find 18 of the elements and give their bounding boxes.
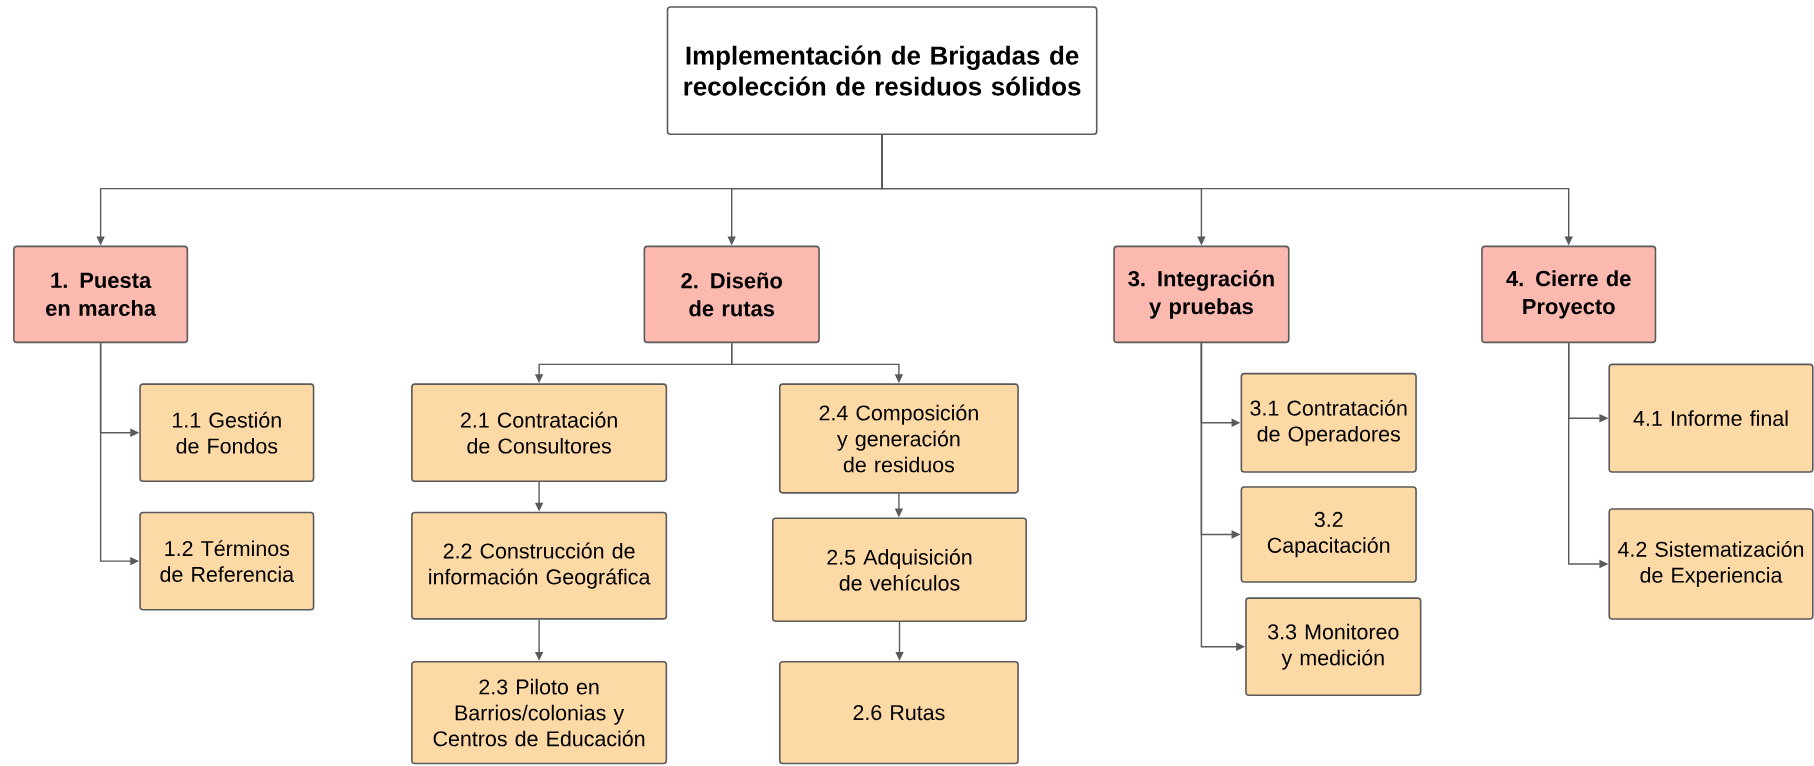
task-box: 1.1 Gestión de Fondos xyxy=(139,383,315,483)
task-box: 2.3 Piloto en Barrios/colonias y Centros de Educación xyxy=(411,660,668,765)
phase-box: 1. Puesta en marcha xyxy=(13,245,189,344)
task-box: 1.2 Términos de Referencia xyxy=(139,511,315,611)
phase-box: 2. Diseño de rutas xyxy=(643,245,820,344)
task-box: 2.6 Rutas xyxy=(778,660,1019,765)
task-box: 4.2 Sistematización de Experiencia xyxy=(1608,508,1814,620)
task-box: 3.2 Capacitación xyxy=(1240,486,1417,583)
phase-box: 3. Integración y pruebas xyxy=(1113,245,1290,344)
task-box: 3.1 Contratación de Operadores xyxy=(1240,372,1417,473)
task-box: 2.4 Composición y generación de residuos xyxy=(778,383,1019,494)
task-box: 2.2 Construcción de información Geográfica xyxy=(411,511,668,620)
task-box: 4.1 Informe final xyxy=(1608,363,1814,473)
phase-box: 4. Cierre de Proyecto xyxy=(1481,245,1657,344)
title-box: Implementación de Brigadas de recolección de residuos sólidos xyxy=(666,6,1098,136)
task-box: 2.1 Contratación de Consultores xyxy=(411,383,668,483)
task-box: 3.3 Monitoreo y medición xyxy=(1245,597,1422,697)
task-box: 2.5 Adquisición de vehículos xyxy=(772,517,1027,623)
